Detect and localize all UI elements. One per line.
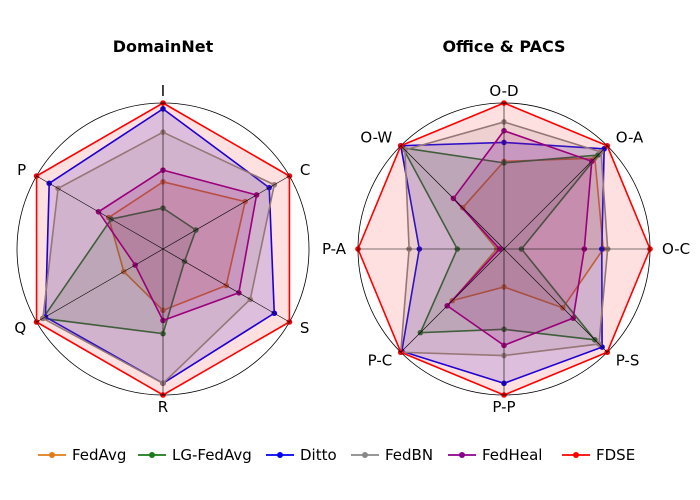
legend-item-lg-fedavg: LG-FedAvg	[138, 446, 252, 464]
spoke-c	[162, 175, 290, 250]
series-area	[45, 108, 275, 384]
legend-label: LG-FedAvg	[172, 446, 252, 464]
chart-title: Office & PACS	[442, 37, 565, 56]
chart-title: DomainNet	[113, 37, 214, 56]
legend-label: Ditto	[300, 446, 337, 464]
legend-marker	[573, 452, 579, 458]
series-area	[98, 170, 257, 321]
axis-label-o-w: O-W	[360, 128, 392, 146]
axis-label-o-a: O-A	[616, 128, 644, 146]
axis-label-r: R	[158, 398, 168, 416]
legend-marker	[362, 452, 368, 458]
spoke-p	[36, 175, 164, 250]
series-area	[42, 208, 196, 334]
axis-label-o-c: O-C	[662, 240, 690, 258]
series-area	[42, 132, 275, 384]
spoke-p-s	[503, 248, 608, 353]
axis-label-s: S	[300, 319, 310, 337]
series-area	[400, 142, 605, 384]
legend-label: FedBN	[385, 446, 433, 464]
series-area	[402, 147, 598, 340]
axis-label-p: P	[17, 161, 26, 179]
axis-label-p-s: P-S	[616, 352, 640, 370]
axis-label-c: C	[300, 161, 310, 179]
spoke-p-c	[400, 248, 505, 353]
legend-marker	[277, 452, 283, 458]
legend-marker	[459, 452, 465, 458]
axis-label-o-d: O-D	[489, 82, 518, 100]
legend-label: FedHeal	[482, 446, 542, 464]
spoke-q	[36, 248, 164, 323]
axis-label-p-p: P-P	[492, 398, 515, 416]
legend-item-fedbn: FedBN	[351, 446, 433, 464]
radar-panel-office-and-pacs: Office & PACS O-D O-A O-C P-S P-P P-C P-A O-W	[322, 37, 690, 416]
axis-label-i: I	[161, 82, 165, 100]
axis-label-p-a: P-A	[322, 240, 347, 258]
legend-label: FedAvg	[72, 446, 126, 464]
legend-item-fedheal: FedHeal	[448, 446, 542, 464]
series-area	[108, 181, 246, 311]
legend-marker	[149, 452, 155, 458]
legend-item-fdse: FDSE	[562, 446, 635, 464]
legend-item-ditto: Ditto	[266, 446, 337, 464]
series-area	[447, 130, 592, 346]
spoke-s	[162, 248, 290, 323]
axis-label-q: Q	[14, 319, 26, 337]
spoke-o-a	[503, 145, 608, 250]
spoke-o-w	[400, 145, 505, 250]
legend-item-fedavg: FedAvg	[38, 446, 126, 464]
legend: FedAvg LG-FedAvg Ditto FedBN FedHeal FDSE	[38, 446, 635, 464]
legend-label: FDSE	[596, 446, 635, 464]
legend-marker	[49, 452, 55, 458]
axis-label-p-c: P-C	[368, 352, 393, 370]
